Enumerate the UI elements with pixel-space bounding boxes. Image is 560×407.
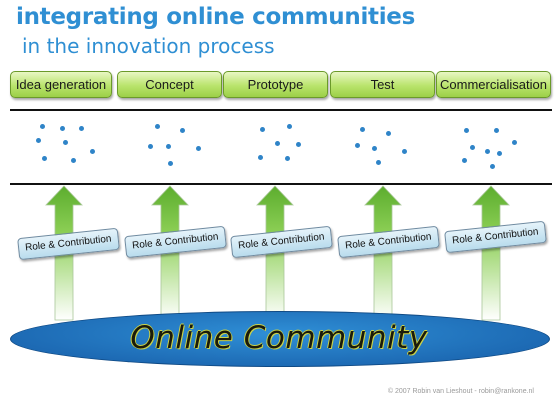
member-dot xyxy=(60,126,65,131)
online-community-ellipse xyxy=(10,311,550,367)
member-dot xyxy=(490,164,495,169)
member-dot xyxy=(90,149,95,154)
member-dot xyxy=(180,128,185,133)
member-dot xyxy=(497,151,502,156)
diagram-title: integrating online communities xyxy=(16,4,415,30)
member-dot xyxy=(386,131,391,136)
divider-bottom xyxy=(10,183,552,185)
diagram-subtitle: in the innovation process xyxy=(22,34,275,58)
member-dot xyxy=(275,141,280,146)
member-dot xyxy=(372,146,377,151)
member-dot xyxy=(360,127,365,132)
member-dot xyxy=(166,144,171,149)
stage-idea-generation: Idea generation xyxy=(10,71,112,98)
online-community-label: Online Community xyxy=(130,320,428,356)
member-dot xyxy=(196,146,201,151)
member-dot xyxy=(40,124,45,129)
member-dot xyxy=(470,145,475,150)
member-dot xyxy=(512,140,517,145)
member-dot xyxy=(376,160,381,165)
member-dot xyxy=(168,161,173,166)
member-dot xyxy=(63,140,68,145)
member-dot xyxy=(485,149,490,154)
copyright-credit: © 2007 Robin van Lieshout - robin@rankon… xyxy=(387,388,534,395)
member-dot xyxy=(148,144,153,149)
member-dot xyxy=(155,124,160,129)
member-dot xyxy=(402,149,407,154)
member-dot xyxy=(296,142,301,147)
member-dot xyxy=(287,124,292,129)
member-dot xyxy=(42,156,47,161)
member-dot xyxy=(355,143,360,148)
member-dot xyxy=(462,158,467,163)
member-dot xyxy=(258,155,263,160)
member-dot xyxy=(285,156,290,161)
stage-test: Test xyxy=(330,71,435,98)
stage-prototype: Prototype xyxy=(223,71,328,98)
member-dot xyxy=(36,138,41,143)
stage-concept: Concept xyxy=(117,71,222,98)
member-dot xyxy=(494,128,499,133)
member-dot xyxy=(464,128,469,133)
member-dot xyxy=(71,158,76,163)
member-dot xyxy=(260,127,265,132)
stage-commercialisation: Commercialisation xyxy=(436,71,551,98)
divider-top xyxy=(10,109,552,111)
member-dot xyxy=(79,126,84,131)
up-arrow xyxy=(472,185,510,321)
